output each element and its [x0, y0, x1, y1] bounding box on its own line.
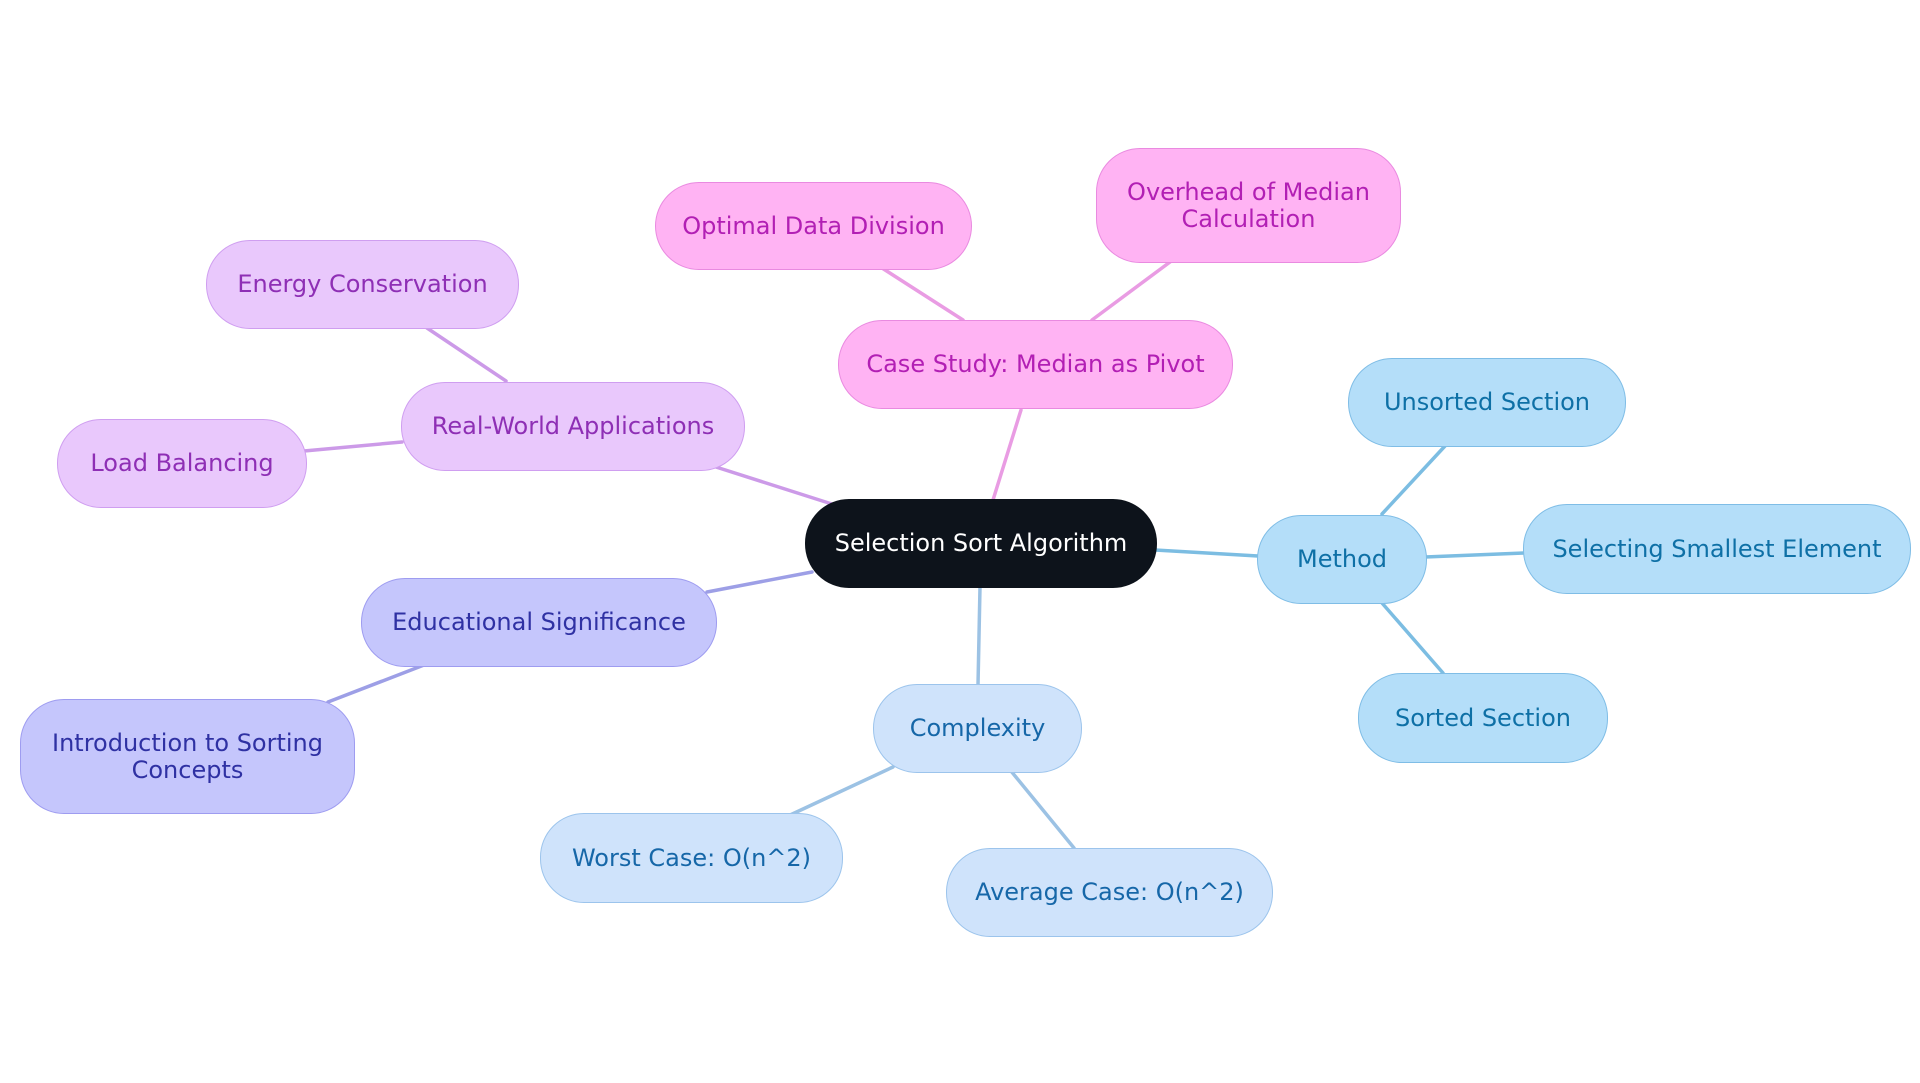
edge-complexity-worst	[786, 765, 895, 818]
leaf-label-unsorted-section: Unsorted Section	[1383, 388, 1591, 416]
edge-root-case-study	[991, 408, 1023, 502]
branch-label-educational: Educational Significance	[392, 608, 686, 636]
edge-root-complexity	[976, 585, 982, 687]
edge-method-sorted	[1380, 601, 1445, 675]
edge-educational-intro	[326, 663, 426, 704]
leaf-node-intro-sorting[interactable]: Introduction to Sorting Concepts	[20, 699, 355, 814]
leaf-node-overhead-median[interactable]: Overhead of Median Calculation	[1096, 148, 1401, 263]
leaf-node-sorted-section[interactable]: Sorted Section	[1358, 673, 1608, 763]
leaf-label-selecting-smallest: Selecting Smallest Element	[1552, 534, 1882, 563]
root-label: Selection Sort Algorithm	[834, 529, 1128, 557]
edge-method-selecting	[1423, 551, 1526, 559]
leaf-label-worst-case: Worst Case: O(n^2)	[571, 843, 812, 872]
leaf-node-worst-case[interactable]: Worst Case: O(n^2)	[540, 813, 843, 903]
leaf-node-optimal-data-division[interactable]: Optimal Data Division	[655, 182, 972, 270]
leaf-label-energy-conservation: Energy Conservation	[237, 270, 488, 298]
leaf-label-load-balancing: Load Balancing	[90, 449, 274, 477]
leaf-label-overhead-median: Overhead of Median Calculation	[1127, 177, 1370, 233]
leaf-label-sorted-section: Sorted Section	[1395, 703, 1571, 732]
branch-node-method[interactable]: Method	[1257, 515, 1427, 604]
leaf-node-average-case[interactable]: Average Case: O(n^2)	[946, 848, 1273, 937]
branch-label-complexity: Complexity	[909, 714, 1046, 742]
edge-case-study-overhead	[1090, 260, 1172, 322]
leaf-label-average-case: Average Case: O(n^2)	[975, 878, 1244, 906]
leaf-node-unsorted-section[interactable]: Unsorted Section	[1348, 358, 1626, 447]
leaf-node-load-balancing[interactable]: Load Balancing	[57, 419, 307, 508]
edge-case-study-optimal	[880, 266, 965, 322]
edge-real-world-load	[302, 440, 404, 453]
root-node[interactable]: Selection Sort Algorithm	[805, 499, 1157, 588]
edge-root-method	[1153, 548, 1260, 558]
edge-complexity-average	[1009, 769, 1076, 850]
leaf-label-intro-sorting: Introduction to Sorting Concepts	[52, 728, 323, 784]
branch-label-case-study: Case Study: Median as Pivot	[866, 350, 1205, 378]
leaf-node-selecting-smallest[interactable]: Selecting Smallest Element	[1523, 504, 1911, 594]
edge-real-world-energy	[425, 326, 508, 383]
edge-method-unsorted	[1380, 444, 1447, 516]
leaf-node-energy-conservation[interactable]: Energy Conservation	[206, 240, 519, 329]
leaf-label-optimal-data-division: Optimal Data Division	[682, 211, 945, 240]
branch-label-real-world: Real-World Applications	[431, 412, 715, 440]
edge-root-real-world	[714, 465, 837, 507]
branch-node-educational[interactable]: Educational Significance	[361, 578, 717, 667]
branch-node-real-world[interactable]: Real-World Applications	[401, 382, 745, 471]
branch-label-method: Method	[1296, 545, 1387, 573]
branch-node-complexity[interactable]: Complexity	[873, 684, 1082, 773]
edge-root-educational	[705, 570, 814, 594]
branch-node-case-study[interactable]: Case Study: Median as Pivot	[838, 320, 1233, 409]
